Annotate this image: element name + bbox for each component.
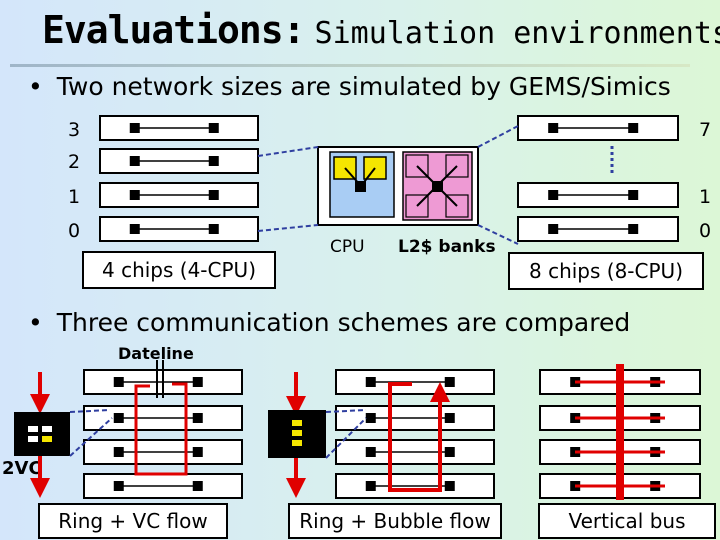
chip-row-left-1-router-a (129, 156, 140, 166)
bullet-dot: • (28, 308, 43, 337)
chip-row-left-3-router-b (208, 224, 219, 234)
left-row-label-2: 2 (68, 151, 81, 173)
chip-row-right-2-router-a (548, 224, 559, 234)
cache-label: L2$ banks (398, 237, 496, 257)
bubble-row-0-router-b (444, 377, 455, 387)
chip-row-left-0-router-b (208, 123, 219, 133)
bubble-zoom-line-2 (325, 417, 367, 459)
chip-row-left-0-router-a (129, 123, 140, 133)
vc-row-3-router-a (113, 481, 124, 491)
bubble-row-0 (335, 369, 495, 395)
vc-row-3-router-b (192, 481, 203, 491)
vc-buffer-1 (28, 426, 38, 432)
chip-row-right-1-router-a (548, 190, 559, 200)
bubble-zoom-line-1 (325, 409, 367, 413)
cpu-router (355, 181, 366, 192)
eight-chip-network (517, 115, 679, 242)
vc-ring (134, 382, 188, 476)
vc-zoom-line-1 (69, 409, 111, 413)
caption-ring-vc-flow: Ring + VC flow (38, 503, 228, 539)
chip-detail (257, 125, 519, 245)
vertical-bus-diagram (539, 364, 701, 500)
zoom-line-left-bottom (257, 224, 319, 232)
bubble-row-1-router-b (444, 413, 455, 423)
chip-row-left-3-router-a (129, 224, 140, 234)
chip-row-right-1-router-b (628, 190, 639, 200)
chip-row-left-1-router-b (208, 156, 219, 166)
vc-row-0-router-a (113, 377, 124, 387)
bullet-dot: • (28, 72, 43, 101)
bullet-network-sizes: • Two network sizes are simulated by GEMS… (28, 72, 671, 101)
left-row-label-0: 0 (68, 220, 81, 242)
bullet-text: Two network sizes are simulated by GEMS/… (56, 72, 671, 101)
cpu-label: CPU (330, 237, 365, 257)
bubble-row-3-router-a (365, 481, 376, 491)
ring-bubble-flow-diagram (268, 369, 495, 499)
bubble-row-1-router-a (365, 413, 376, 423)
chip-row-right-0-router-b (628, 123, 639, 133)
slide-title: Evaluations:Simulation environments (42, 8, 720, 52)
chip-row-right-2-router-b (628, 224, 639, 234)
zoom-line-right-top (477, 125, 519, 148)
bullet-text: Three communication schemes are compared (56, 308, 631, 337)
title-underline (10, 64, 690, 67)
vc-buffer-3 (28, 436, 38, 442)
title-sub: Simulation environments (314, 16, 720, 51)
vc-label: 2VC (2, 458, 42, 479)
bubble-ring (388, 382, 450, 492)
zoom-line-left-top (257, 146, 319, 157)
bubble-row-0-router-a (365, 377, 376, 387)
four-chip-network (99, 115, 259, 242)
bubble-buffer-0 (292, 420, 302, 426)
left-row-label-1: 1 (68, 186, 81, 208)
vc-router (14, 412, 70, 456)
ring-vc-flow-diagram (14, 360, 243, 499)
vc-row-1-router-b (192, 413, 203, 423)
vc-buffer-4 (42, 436, 52, 442)
bubble-row-2-router-a (365, 447, 376, 457)
chip-row-left-1 (99, 148, 259, 174)
chip-row-left-2-router-a (129, 190, 140, 200)
bullet-comm-schemes: • Three communication schemes are compare… (28, 308, 630, 337)
vc-row-2-router-a (113, 447, 124, 457)
vc-row-1-router-a (113, 413, 124, 423)
caption-8-chips: 8 chips (8-CPU) (508, 252, 704, 290)
bubble-row-3-router-b (444, 481, 455, 491)
caption-ring-bubble-flow: Ring + Bubble flow (288, 503, 502, 539)
chip-row-right-0-router-a (548, 123, 559, 133)
caption-vertical-bus: Vertical bus (538, 503, 716, 539)
left-row-label-3: 3 (68, 119, 81, 141)
caption-4-chips: 4 chips (4-CPU) (82, 251, 276, 289)
bubble-row-2-router-b (444, 447, 455, 457)
cache-router (432, 181, 443, 192)
title-main: Evaluations: (42, 8, 306, 52)
vc-buffer-2 (42, 426, 52, 432)
chip-row-left-2-router-b (208, 190, 219, 200)
vc-zoom-line-2 (69, 417, 113, 457)
bubble-buffer-1 (292, 430, 302, 436)
bubble-buffer-2 (292, 440, 302, 446)
dateline-label: Dateline (118, 344, 194, 363)
right-row-label-0: 0 (699, 220, 712, 242)
vc-row-0-router-b (192, 377, 203, 387)
right-row-label-7: 7 (699, 119, 712, 141)
zoom-line-right-bottom (477, 224, 519, 245)
vc-row-2-router-b (192, 447, 203, 457)
right-row-label-1: 1 (699, 186, 712, 208)
